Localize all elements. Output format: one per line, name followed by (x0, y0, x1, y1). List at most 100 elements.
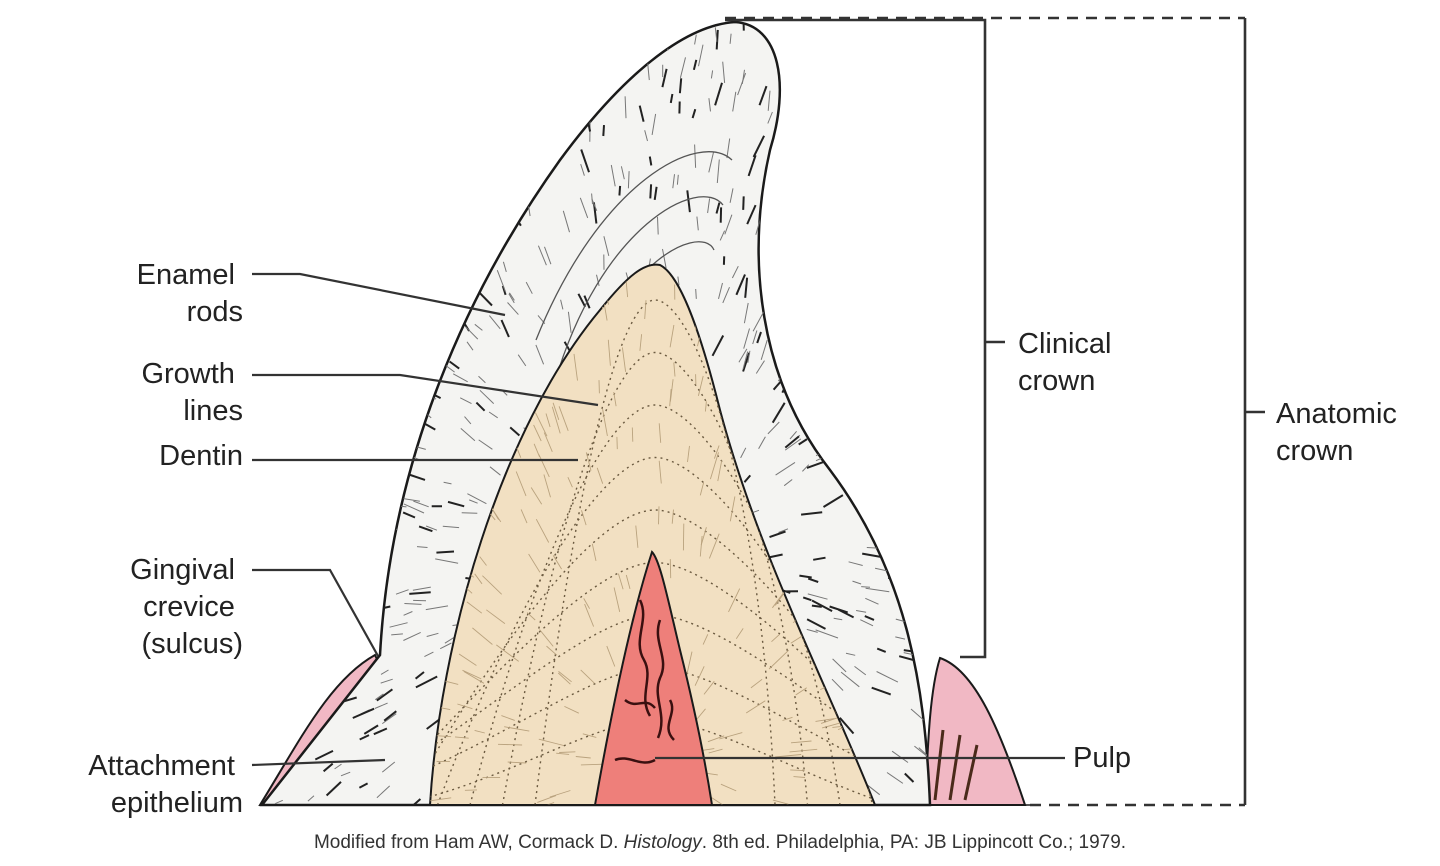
enamel-rod-stroke (930, 30, 944, 49)
enamel-rod-stroke (849, 382, 865, 395)
enamel-rod-stroke (549, 20, 553, 39)
enamel-rod-stroke (932, 606, 954, 612)
enamel-rod-stroke (461, 109, 466, 117)
enamel-rod-stroke (369, 7, 380, 21)
enamel-rod-stroke (875, 242, 884, 261)
enamel-rod-stroke (603, 125, 604, 136)
enamel-rod-stroke (658, 217, 659, 235)
enamel-rod-stroke (862, 382, 871, 389)
enamel-rod-stroke (843, 277, 860, 293)
enamel-rod-stroke (297, 547, 321, 549)
leader-gingival-crevice (252, 570, 378, 656)
enamel-rod-stroke (457, 288, 465, 296)
enamel-rod-stroke (396, 263, 413, 278)
enamel-rod-stroke (906, 242, 921, 258)
enamel-rod-stroke (845, 376, 859, 391)
enamel-rod-stroke (363, 611, 373, 614)
enamel-rod-stroke (783, 28, 791, 49)
enamel-rod-stroke (311, 186, 318, 194)
enamel-rod-stroke (382, 37, 388, 59)
enamel-rod-stroke (415, 362, 424, 369)
enamel-rod-stroke (375, 418, 387, 421)
enamel-rod-stroke (344, 116, 355, 132)
enamel-rod-stroke (275, 27, 291, 44)
enamel-rod-stroke (865, 280, 871, 290)
enamel-rod-stroke (462, 293, 470, 306)
enamel-rod-stroke (375, 128, 382, 136)
enamel-rod-stroke (793, 177, 794, 186)
enamel-rod-stroke (903, 186, 916, 198)
enamel-rod-stroke (879, 429, 897, 442)
enamel-rod-stroke (826, 256, 834, 270)
enamel-rod-stroke (419, 184, 425, 198)
enamel-rod-stroke (317, 404, 329, 408)
caption-prefix: Modified from Ham AW, Cormack D. (314, 832, 624, 853)
enamel-rod-stroke (329, 392, 343, 395)
enamel-rod-stroke (836, 232, 839, 240)
enamel-rod-stroke (358, 609, 368, 613)
enamel-rod-stroke (552, 141, 554, 150)
enamel-rod-stroke (272, 329, 288, 335)
enamel-rod-stroke (348, 247, 360, 255)
enamel-rod-stroke (849, 396, 856, 405)
enamel-rod-stroke (265, 432, 284, 442)
enamel-rod-stroke (930, 505, 939, 508)
enamel-rod-stroke (324, 45, 331, 58)
enamel-rod-stroke (505, 195, 513, 208)
enamel-rod-stroke (359, 501, 380, 508)
enamel-rod-stroke (934, 342, 953, 355)
enamel-rod-stroke (813, 249, 820, 269)
enamel-rod-stroke (272, 184, 291, 195)
enamel-rod-stroke (357, 141, 363, 149)
enamel-rod-stroke (696, 289, 697, 299)
enamel-rod-stroke (548, 93, 551, 110)
enamel-rod-stroke (933, 571, 950, 573)
enamel-rod-stroke (275, 147, 288, 158)
label-attachment-epithelium: Attachment epithelium (88, 750, 243, 819)
enamel-rod-stroke (927, 452, 936, 458)
enamel-rod-stroke (918, 118, 927, 134)
enamel-rod-stroke (354, 200, 366, 211)
enamel-rod-stroke (275, 557, 299, 559)
enamel-rod-stroke (927, 149, 937, 161)
enamel-rod-stroke (357, 586, 369, 590)
enamel-rod-stroke (383, 192, 393, 210)
enamel-rod-stroke (441, 222, 446, 233)
enamel-rod-stroke (937, 262, 951, 272)
enamel-rod-stroke (260, 61, 272, 71)
enamel-rod-stroke (377, 142, 389, 160)
enamel-rod-stroke (252, 615, 275, 620)
enamel-rod-stroke (285, 467, 301, 471)
enamel-rod-stroke (889, 381, 903, 393)
enamel-rod-stroke (315, 101, 329, 116)
dentinal-tubule-stroke (776, 323, 782, 343)
enamel-rod-stroke (828, 356, 835, 363)
enamel-rod-stroke (838, 136, 844, 150)
enamel-rod-stroke (640, 26, 641, 39)
enamel-rod-stroke (832, 362, 841, 374)
enamel-rod-stroke (930, 497, 949, 498)
enamel-rod-stroke (427, 276, 440, 288)
enamel-rod-stroke (628, 20, 631, 37)
enamel-rod-stroke (812, 606, 822, 607)
enamel-rod-stroke (554, 42, 557, 50)
enamel-rod-stroke (350, 166, 358, 178)
enamel-rod-stroke (290, 282, 302, 291)
enamel-rod-stroke (921, 359, 941, 368)
enamel-rod-stroke (426, 325, 438, 336)
enamel-rod-stroke (385, 92, 396, 105)
enamel-rod-stroke (269, 315, 278, 320)
enamel-rod-stroke (670, 24, 673, 42)
enamel-rod-stroke (887, 142, 892, 152)
enamel-rod-stroke (379, 44, 393, 61)
enamel-rod-stroke (888, 424, 896, 427)
enamel-rod-stroke (497, 15, 505, 37)
enamel-rod-stroke (318, 45, 326, 66)
dentinal-tubule-stroke (782, 297, 789, 313)
enamel-rod-stroke (561, 56, 565, 79)
enamel-rod-stroke (426, 317, 433, 329)
enamel-rod-stroke (286, 622, 301, 627)
enamel-rod-stroke (339, 234, 348, 241)
enamel-rod-stroke (878, 290, 885, 303)
enamel-rod-stroke (629, 46, 632, 61)
